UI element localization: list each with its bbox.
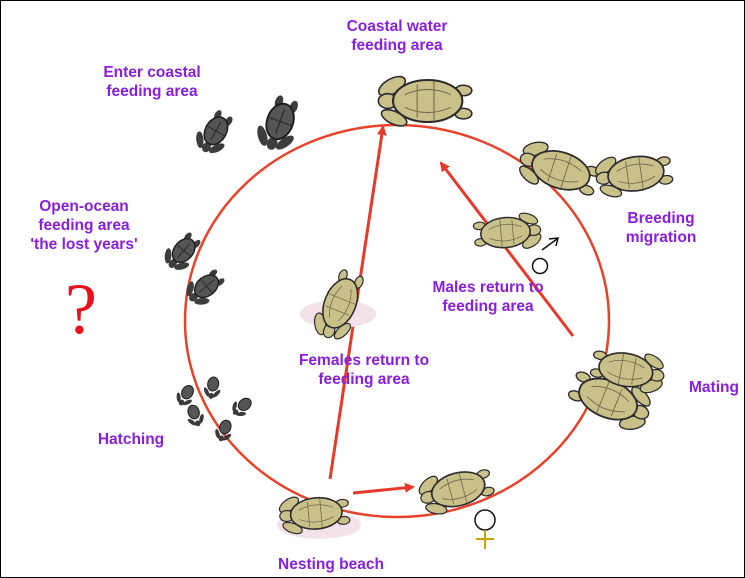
hatching-label: Hatching (81, 430, 181, 449)
hatchling-2-icon (201, 375, 224, 400)
female-symbol-icon (475, 510, 495, 549)
unknown-question-mark: ? (65, 273, 97, 345)
open-ocean-feeding-area-label: Open-ocean feeding area 'the lost years' (9, 197, 159, 254)
breeding-migration-label: Breeding migration (601, 209, 721, 247)
mating-label: Mating (689, 378, 745, 397)
males-return-label: Males return to feeding area (413, 278, 563, 316)
migrating-turtle-2-icon (591, 146, 675, 202)
nesting-beach-label: Nesting beach (256, 555, 406, 574)
hatchling-3-icon (182, 402, 207, 429)
juvenile-turtle-1-icon (189, 105, 241, 161)
coastal-water-feeding-area-label: Coastal water feeding area (317, 17, 477, 55)
enter-coastal-feeding-area-label: Enter coastal feeding area (77, 63, 227, 101)
females-return-label: Females return to feeding area (279, 351, 449, 389)
coastal-adult-turtle-icon (376, 73, 472, 130)
nesting-to-female-arrow (353, 487, 413, 493)
hatchling-4-icon (227, 393, 256, 422)
